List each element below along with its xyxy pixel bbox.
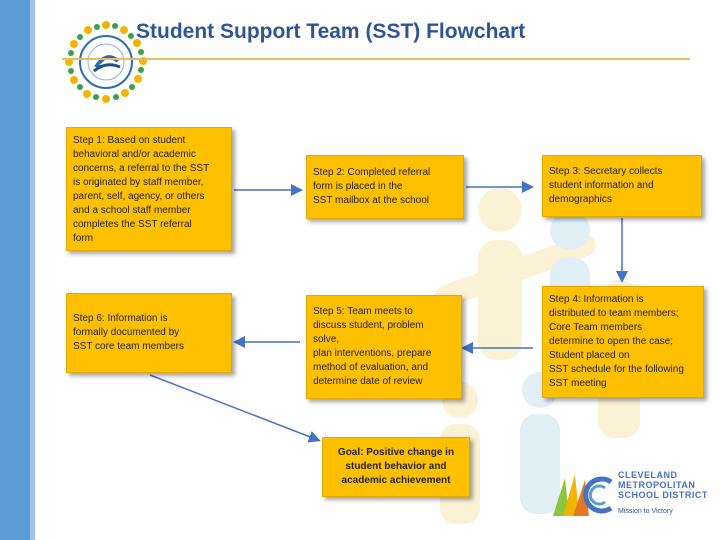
step-5-text: Step 5: Team meets to discuss student, p… [313,306,432,387]
step-2-box: Step 2: Completed referral form is place… [306,155,464,219]
step-3-text: Step 3: Secretary collects student infor… [549,166,663,205]
step-6-box: Step 6: Information is formally document… [66,293,232,373]
cmsd-line-1: CLEVELAND [618,470,678,480]
title-underline [62,58,690,60]
step-4-box: Step 4: Information is distributed to te… [542,286,704,398]
arrow-step6-to-goal [149,374,321,443]
page-title: Student Support Team (SST) Flowchart [136,20,526,43]
step-1-box: Step 1: Based on student behavioral and/… [66,127,232,251]
step-1-text: Step 1: Based on student behavioral and/… [73,135,210,244]
cmsd-logo-text: CLEVELAND METROPOLITAN SCHOOL DISTRICT [618,470,708,500]
cmsd-line-2: METROPOLITAN [618,480,696,490]
goal-box: Goal: Positive change in student behavio… [322,437,470,497]
step-4-text: Step 4: Information is distributed to te… [549,294,684,389]
step-5-box: Step 5: Team meets to discuss student, p… [306,295,462,399]
cmsd-logo-mark [553,474,613,516]
side-bar [0,0,30,540]
goal-text: Goal: Positive change in student behavio… [337,447,455,486]
step-2-text: Step 2: Completed referral form is place… [313,167,431,206]
step-6-text: Step 6: Information is formally document… [73,313,184,352]
cmsd-tagline: Mission to Victory [618,508,673,515]
side-bar-accent [30,0,35,540]
cmsd-line-3: SCHOOL DISTRICT [618,490,708,500]
step-3-box: Step 3: Secretary collects student infor… [542,155,702,217]
